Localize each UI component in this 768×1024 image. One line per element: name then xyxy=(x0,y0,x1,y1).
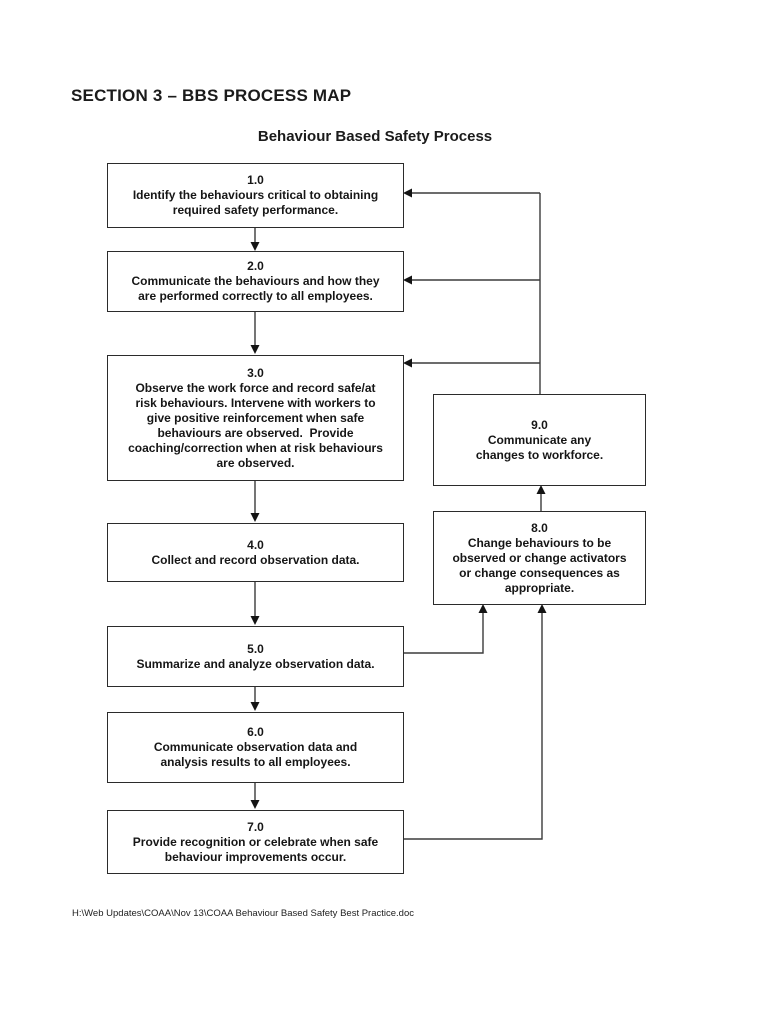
node-text: Collect and record observation data. xyxy=(151,552,360,567)
node-number: 7.0 xyxy=(247,819,264,834)
node-number: 4.0 xyxy=(247,537,264,552)
node-number: 8.0 xyxy=(531,520,548,535)
node-number: 1.0 xyxy=(247,173,264,187)
node-text: Observe the work force and record safe/a… xyxy=(128,380,383,470)
section-heading: SECTION 3 – BBS PROCESS MAP xyxy=(71,86,352,105)
node-number: 5.0 xyxy=(247,641,264,656)
node-text: Change behaviours to be observed or chan… xyxy=(452,535,627,595)
flow-node-3: 3.0 Observe the work force and record sa… xyxy=(107,355,404,481)
footer-file-path: H:\Web Updates\COAA\Nov 13\COAA Behaviou… xyxy=(72,908,414,919)
arrowhead-up-5-8 xyxy=(478,604,488,613)
node-text: Communicate observation data and analysi… xyxy=(153,740,358,769)
arrowhead-left-9-2 xyxy=(403,275,412,285)
arrowhead-down-3-4 xyxy=(250,513,260,522)
node-number: 6.0 xyxy=(247,725,264,739)
node-text: Communicate any changes to workforce. xyxy=(475,432,604,462)
node-text: Summarize and analyze observation data. xyxy=(136,656,375,671)
node-number: 3.0 xyxy=(247,365,264,380)
arrowhead-down-5-6 xyxy=(250,702,260,711)
arrowhead-down-2-3 xyxy=(250,345,260,354)
flow-node-5: 5.0 Summarize and analyze observation da… xyxy=(107,626,404,687)
node-text: Provide recognition or celebrate when sa… xyxy=(132,834,379,864)
flow-node-8: 8.0 Change behaviours to be observed or … xyxy=(433,511,646,605)
flow-node-6: 6.0 Communicate observation data and ana… xyxy=(107,712,404,783)
arrowhead-down-4-5 xyxy=(250,616,260,625)
arrowhead-down-1-2 xyxy=(250,242,260,251)
arrowhead-up-7-8 xyxy=(537,604,547,613)
flow-node-4: 4.0 Collect and record observation data. xyxy=(107,523,404,582)
node-number: 2.0 xyxy=(247,259,264,273)
flow-node-1: 1.0 Identify the behaviours critical to … xyxy=(107,163,404,228)
node-text: Communicate the behaviours and how they … xyxy=(131,274,380,303)
flow-node-9: 9.0 Communicate any changes to workforce… xyxy=(433,394,646,486)
arrowhead-left-9-1 xyxy=(403,188,412,198)
node-text: Identify the behaviours critical to obta… xyxy=(132,188,379,217)
diagram-title: Behaviour Based Safety Process xyxy=(257,128,493,145)
node-number: 9.0 xyxy=(531,417,548,432)
arrowhead-up-8-9 xyxy=(536,485,546,494)
arrowhead-left-9-3 xyxy=(403,358,412,368)
flow-node-2: 2.0 Communicate the behaviours and how t… xyxy=(107,251,404,312)
arrowhead-down-6-7 xyxy=(250,800,260,809)
flow-node-7: 7.0 Provide recognition or celebrate whe… xyxy=(107,810,404,874)
